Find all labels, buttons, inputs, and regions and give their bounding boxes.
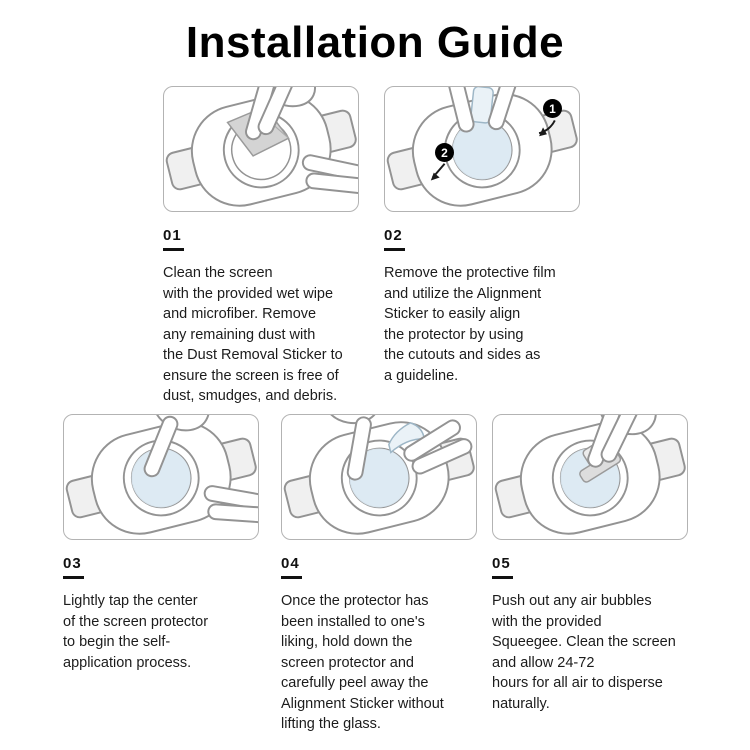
arrow-2-icon	[430, 163, 446, 181]
holding-hand-icon	[300, 152, 358, 196]
pressing-hand-icon	[323, 415, 380, 482]
step-05: 05 Push out any air bubbles with the pro…	[492, 414, 694, 714]
wiping-hand-icon	[243, 87, 316, 142]
badge-2-icon: 2	[435, 143, 454, 162]
step-03-illustration-box	[63, 414, 259, 540]
tapping-finger-icon	[141, 415, 210, 480]
step-02-illustration	[385, 87, 579, 211]
alignment-sticker-tab-icon	[470, 87, 494, 124]
step-number: 02	[384, 227, 403, 244]
page-title: Installation Guide	[185, 18, 565, 67]
step-number-underline	[492, 576, 513, 579]
step-description: Remove the protective film and utilize t…	[384, 265, 556, 384]
step-number: 01	[163, 227, 182, 244]
step-number: 04	[281, 555, 300, 572]
step-04: 04 Once the protector has been installed…	[281, 414, 483, 735]
step-01: 01 Clean the screen with the provided we…	[163, 86, 365, 407]
step-description: Lightly tap the center of the screen pro…	[63, 593, 209, 671]
step-05-illustration-box	[492, 414, 688, 540]
step-number: 03	[63, 555, 82, 572]
protective-film-icon	[452, 120, 512, 180]
step-01-illustration	[164, 87, 358, 211]
step-description: Clean the screen with the provided wet w…	[163, 265, 343, 405]
step-05-illustration	[493, 415, 687, 539]
arrow-1-icon	[538, 119, 556, 137]
step-description: Push out any air bubbles with the provid…	[492, 593, 676, 712]
step-number: 05	[492, 555, 511, 572]
step-number-underline	[63, 576, 84, 579]
step-04-illustration-box	[281, 414, 477, 540]
step-number-underline	[163, 248, 184, 251]
step-number-underline	[281, 576, 302, 579]
step-03: 03 Lightly tap the center of the screen …	[63, 414, 265, 673]
squeegee-hand-icon	[585, 415, 657, 470]
step-03-illustration	[64, 415, 258, 539]
peeled-sticker-icon	[388, 422, 426, 454]
step-description: Once the protector has been installed to…	[281, 593, 444, 733]
step-02-illustration-box: 1 2	[384, 86, 580, 212]
step-number-underline	[384, 248, 405, 251]
step-01-illustration-box	[163, 86, 359, 212]
badge-1-icon: 1	[543, 99, 562, 118]
step-04-illustration	[282, 415, 476, 539]
step-02: 1 2 02 Remove the protective film and ut…	[384, 86, 586, 386]
